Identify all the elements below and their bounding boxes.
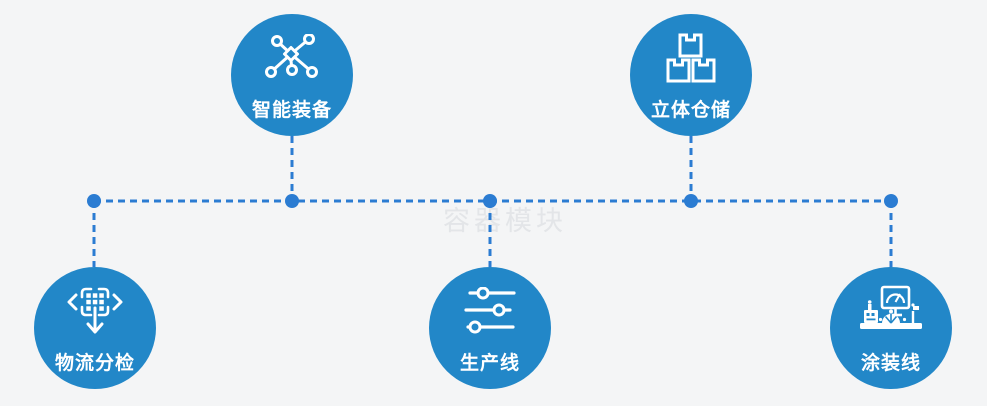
control-station-icon xyxy=(856,285,926,336)
node-label: 生产线 xyxy=(459,353,520,374)
node-vertical-warehouse: 立体仓储 xyxy=(630,14,752,136)
node-production-line: 生产线 xyxy=(429,267,551,389)
stacked-boxes-icon xyxy=(660,33,722,83)
junction-dot xyxy=(87,194,101,208)
network-nodes-icon xyxy=(264,33,320,83)
junction-dot xyxy=(884,194,898,208)
junction-dot xyxy=(684,194,698,208)
node-label: 涂装线 xyxy=(860,353,921,374)
node-label: 智能装备 xyxy=(251,100,332,121)
node-coating-line: 涂装线 xyxy=(830,267,952,389)
node-smart-equipment: 智能装备 xyxy=(231,14,353,136)
watermark: 容器模块 xyxy=(443,206,567,236)
node-logistics-sorting: 物流分检 xyxy=(34,267,156,389)
node-label: 物流分检 xyxy=(54,353,135,374)
junction-dot xyxy=(285,194,299,208)
node-label: 立体仓储 xyxy=(650,100,731,121)
sliders-icon xyxy=(460,286,520,336)
distribute-arrows-icon xyxy=(65,286,125,336)
junction-dot xyxy=(483,194,497,208)
